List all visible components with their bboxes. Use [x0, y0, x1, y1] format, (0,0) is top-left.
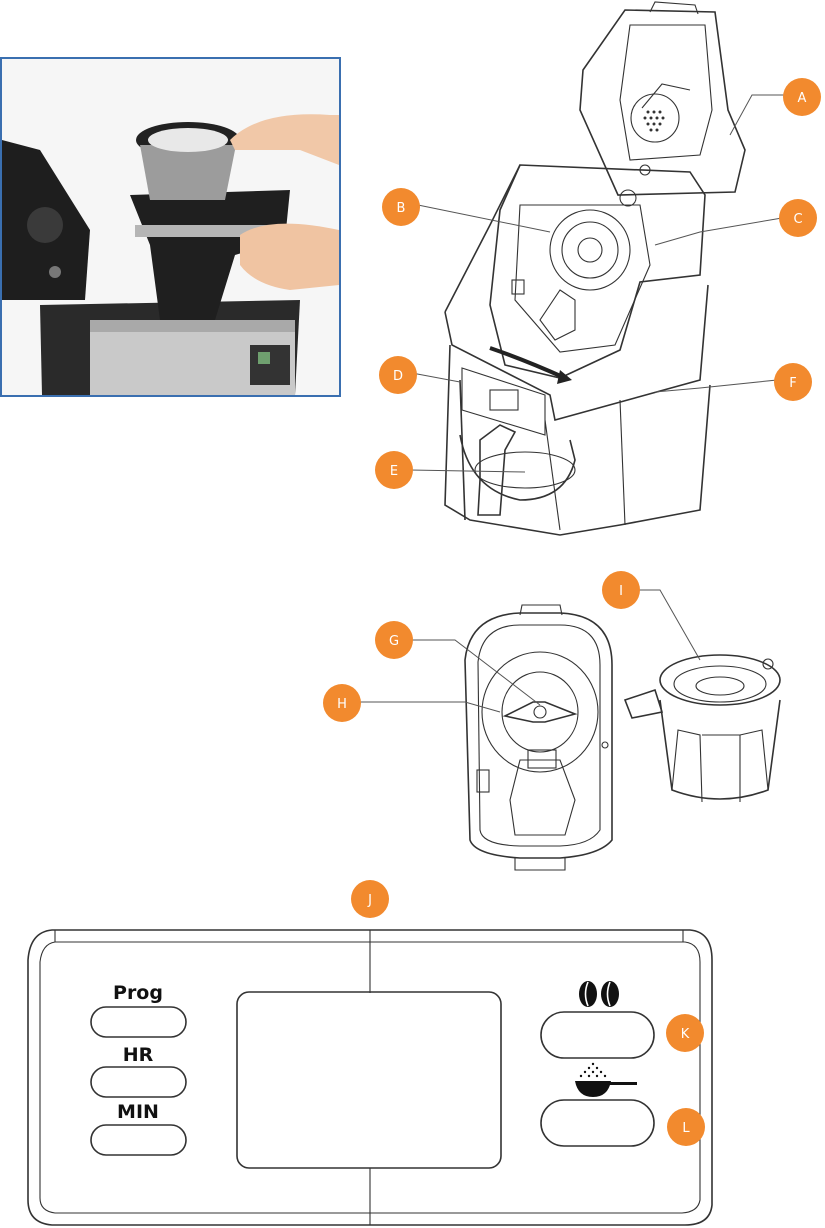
svg-text:C: C: [793, 212, 802, 227]
hr-label: HR: [123, 1044, 154, 1066]
callout-j: J: [351, 880, 389, 918]
callout-d: D: [379, 356, 417, 394]
min-label: MIN: [117, 1101, 159, 1123]
callout-b: B: [382, 188, 420, 226]
svg-text:G: G: [389, 634, 399, 649]
svg-text:B: B: [397, 201, 406, 216]
svg-text:E: E: [390, 464, 398, 479]
leader-lines: [360, 95, 784, 712]
photo-inset: [1, 58, 340, 396]
callout-c: C: [779, 199, 817, 237]
callout-l: L: [667, 1108, 705, 1146]
svg-text:A: A: [798, 91, 807, 106]
callout-h: H: [323, 684, 361, 722]
svg-text:I: I: [619, 584, 623, 599]
svg-text:J: J: [367, 893, 372, 908]
coffee-machine-illustration: [445, 2, 745, 535]
callout-k: K: [666, 1014, 704, 1052]
control-panel-diagram: [28, 930, 712, 1225]
grinder-chamber-illustration: [465, 605, 612, 870]
coffee-beans-icon: [579, 981, 619, 1007]
svg-text:H: H: [337, 697, 347, 712]
callout-e: E: [375, 451, 413, 489]
svg-text:K: K: [681, 1027, 690, 1042]
ground-coffee-scoop-icon: [575, 1063, 637, 1097]
svg-text:F: F: [789, 376, 796, 391]
filter-basket-illustration: [625, 655, 780, 802]
callout-a: A: [783, 78, 821, 116]
callout-i: I: [602, 571, 640, 609]
lid-vent-dots: [644, 111, 665, 132]
svg-text:L: L: [682, 1121, 690, 1136]
callout-g: G: [375, 621, 413, 659]
svg-text:D: D: [393, 369, 403, 384]
prog-label: Prog: [113, 982, 163, 1004]
callout-f: F: [774, 363, 812, 401]
